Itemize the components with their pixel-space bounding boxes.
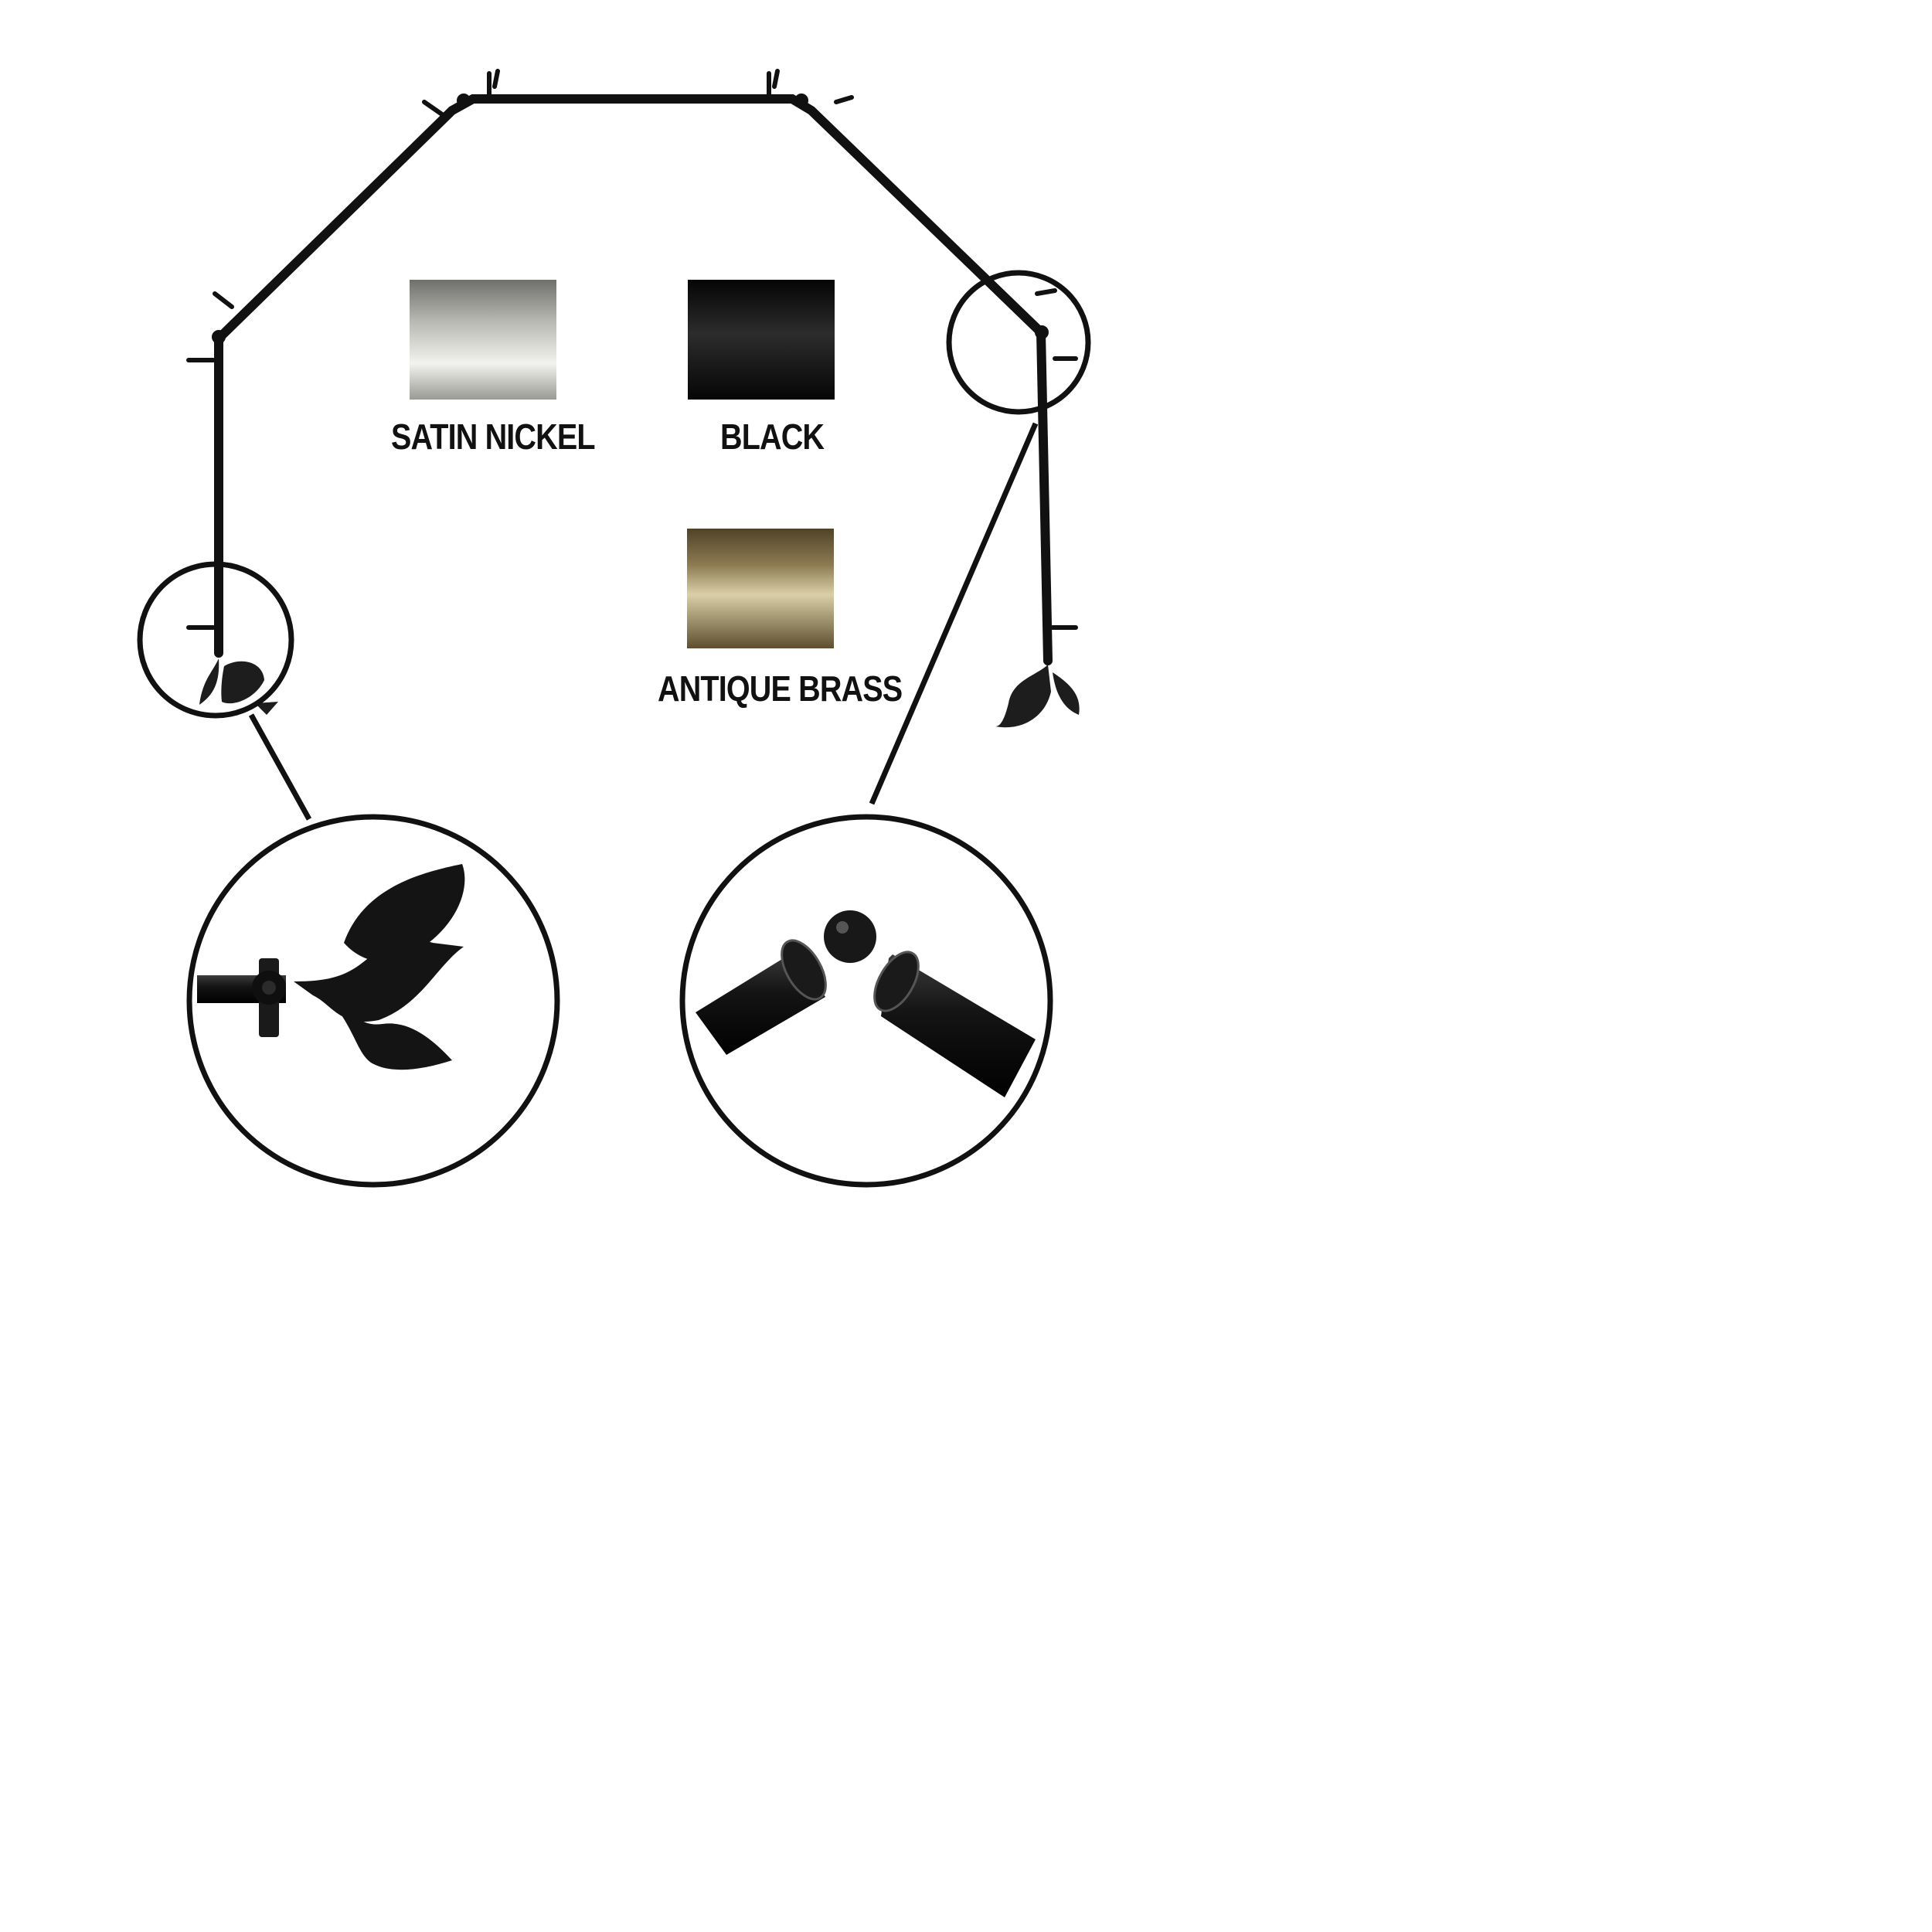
bay-window-rod: [186, 69, 1078, 665]
black-swatch: [688, 280, 835, 400]
satin-nickel-swatch: [410, 280, 556, 400]
leaf-finial-right: [995, 665, 1080, 728]
black-label: BLACK: [720, 417, 825, 457]
curtain-rod-illustration: [137, 69, 1091, 1188]
callout-circles: [137, 270, 1091, 1188]
leaf-finial-left: [199, 658, 278, 715]
leaf-finial-zoom: [197, 864, 465, 1070]
antique-brass-label: ANTIQUE BRASS: [658, 668, 903, 709]
antique-brass-swatch: [687, 529, 834, 648]
elbow-connector-zoom: [696, 910, 1036, 1097]
satin-nickel-label: SATIN NICKEL: [391, 417, 596, 457]
